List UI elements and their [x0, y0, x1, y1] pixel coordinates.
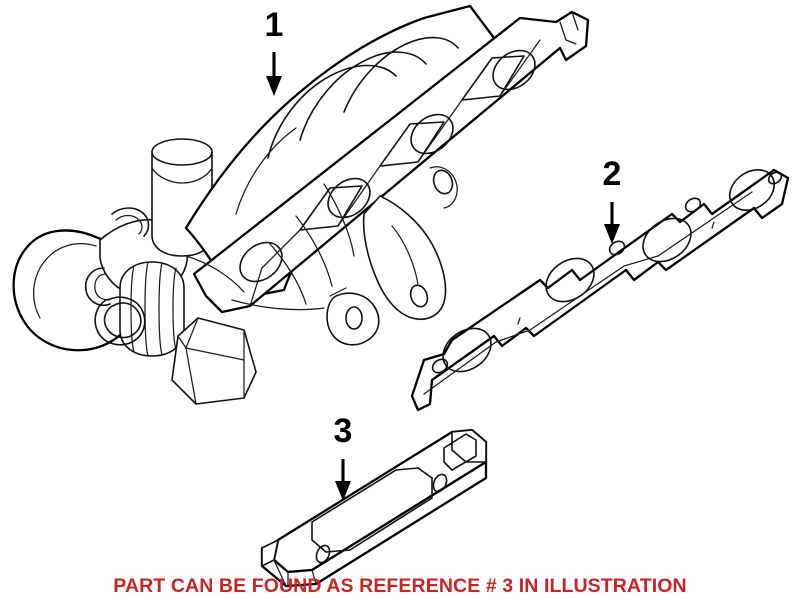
bracket-bolt-hole-1 [315, 544, 331, 564]
gasket-bolt-hole-4 [767, 171, 783, 185]
gasket-bolt-hole-1 [431, 358, 449, 374]
manifold-mounting-lug [326, 287, 380, 346]
gasket-port-3 [642, 217, 692, 263]
bracket-recess-right [443, 433, 477, 471]
manifold-runner-lobes [235, 36, 459, 215]
coiled-oil-return-pipe [84, 207, 150, 346]
callout-3-label: 3 [334, 412, 353, 450]
gasket-tick-1 [517, 317, 521, 325]
callout-2-arrow-head [604, 224, 620, 244]
turbo-outlet-flange-box [171, 317, 257, 405]
callout-2-label: 2 [603, 155, 622, 193]
center-housing-contour [185, 255, 245, 293]
part-2-exhaust-manifold-gasket[interactable] [410, 161, 790, 412]
manifold-support-bracket [362, 166, 458, 320]
manifold-web-2 [295, 215, 333, 287]
part-3-heat-shield-bracket[interactable] [260, 428, 488, 588]
reference-caption: PART CAN BE FOUND AS REFERENCE # 3 IN IL… [113, 575, 687, 597]
gasket-port-1 [442, 327, 492, 373]
bracket-edge-line-2 [311, 569, 317, 585]
callout-1-arrow-head [266, 76, 282, 96]
flange-port-2 [327, 177, 371, 219]
bellows-coupling [119, 261, 185, 357]
manifold-web-3 [323, 183, 355, 257]
manifold-mounting-flange[interactable] [192, 10, 590, 314]
gasket-tick-2 [711, 221, 715, 229]
flange-port-1 [239, 241, 283, 283]
manifold-lower-edge [231, 299, 325, 311]
gasket-bolt-hole-2 [608, 240, 626, 256]
callout-3-arrow-head [335, 481, 351, 501]
part-1-exhaust-manifold-turbocharger[interactable] [12, 4, 590, 405]
gasket-port-4 [728, 169, 776, 211]
manifold-web-1 [269, 243, 307, 305]
callout-3: 3 [334, 412, 353, 501]
callout-1-label: 1 [265, 6, 284, 44]
turbine-volute-inner-contour [33, 243, 97, 319]
callout-1: 1 [265, 6, 284, 96]
flange-port-3 [410, 113, 454, 155]
bracket-recessed-panel [311, 467, 433, 553]
flange-port-4 [492, 49, 536, 91]
gasket-inner-edge [423, 191, 753, 395]
bracket-edge-line-3 [273, 559, 287, 587]
bracket-bolt-hole-2 [432, 473, 448, 493]
bracket-edge-line-4 [451, 449, 467, 463]
gasket-bolt-hole-3 [684, 197, 702, 213]
callout-2: 2 [603, 155, 622, 244]
